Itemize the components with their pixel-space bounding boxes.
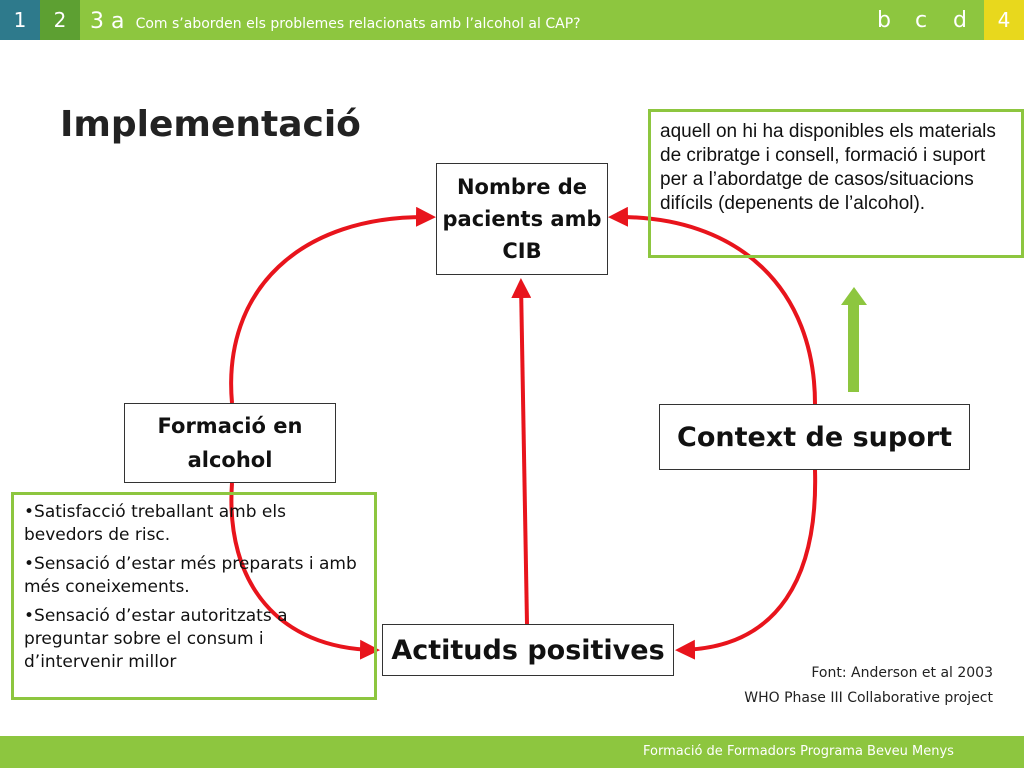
effect-item-2: •Sensació d’estar més preparats i amb mé… [24, 554, 357, 597]
box-formacio-alcohol: Formació en alcohol [124, 403, 336, 483]
section-letter: 3 a [90, 9, 125, 34]
slide-title: Implementació [60, 104, 361, 145]
green-arrow-head [841, 287, 867, 305]
effects-note: •Satisfacció treballant amb els bevedors… [11, 492, 377, 700]
arrow-context-to-actituds [675, 469, 818, 660]
section-title: Com s’aborden els problemes relacionats … [135, 16, 581, 32]
green-arrow-shaft [848, 304, 859, 392]
box-actituds-positives: Actituds positives [382, 624, 674, 676]
context-definition-note: aquell on hi ha disponibles els material… [648, 109, 1024, 258]
source-line-1: Font: Anderson et al 2003 [811, 665, 993, 681]
subsection-c[interactable]: c [914, 8, 928, 33]
box-nombre-pacients: Nombre de pacients amb CIB [436, 163, 608, 275]
arrow-actituds-to-nombre [511, 278, 532, 625]
arrow-formacio-to-nombre [229, 206, 436, 404]
arrow-formacio-to-actituds [229, 482, 380, 660]
tab-4[interactable]: 4 [984, 0, 1024, 40]
tab-1[interactable]: 1 [0, 0, 40, 40]
current-section: 3 a Com s’aborden els problemes relacion… [90, 0, 581, 40]
tab-2[interactable]: 2 [40, 0, 80, 40]
footer-text: Formació de Formadors Programa Beveu Men… [643, 744, 954, 759]
subsection-d[interactable]: d [953, 8, 967, 33]
box-context-suport: Context de suport [659, 404, 970, 470]
effect-item-3: •Sensació d’estar autoritzats a pregunta… [24, 606, 288, 672]
source-line-2: WHO Phase III Collaborative project [744, 690, 993, 706]
top-nav-bar: 1 2 3 a Com s’aborden els problemes rela… [0, 0, 1024, 40]
footer-bar: Formació de Formadors Programa Beveu Men… [0, 736, 1024, 768]
subsection-b[interactable]: b [877, 8, 891, 33]
effect-item-1: •Satisfacció treballant amb els bevedors… [24, 502, 286, 545]
arrow-context-to-nombre [608, 206, 817, 405]
